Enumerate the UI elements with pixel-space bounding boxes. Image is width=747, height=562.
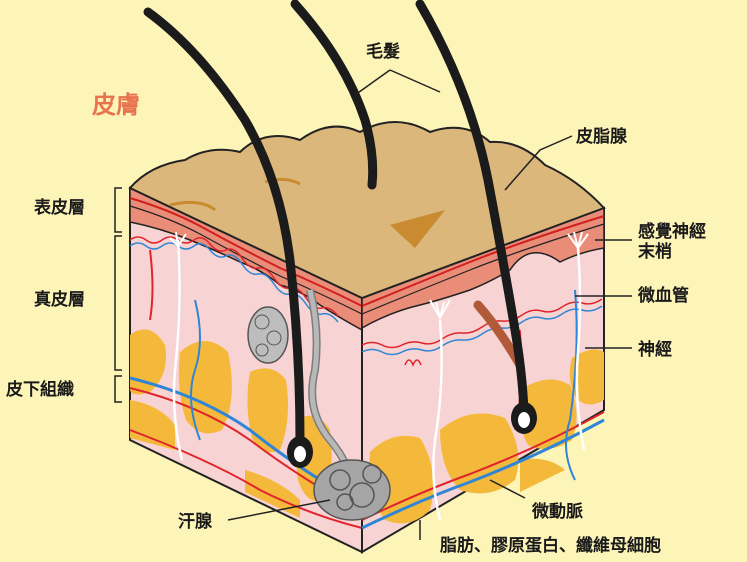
nerve-label: 神經	[638, 340, 672, 360]
epidermis-label: 表皮層	[34, 198, 85, 218]
sebaceous-gland-label: 皮脂腺	[576, 127, 627, 147]
arteriole-label: 微動脈	[532, 502, 583, 522]
diagram-title: 皮膚	[92, 91, 140, 119]
capillary-label: 微血管	[638, 286, 689, 306]
sensory-nerve-ending-line2: 末梢	[638, 242, 706, 262]
dermis-label: 真皮層	[34, 290, 85, 310]
hair-label: 毛髮	[366, 42, 400, 62]
sebaceous-gland-illustration	[248, 307, 288, 363]
sensory-nerve-ending-label: 感覺神經 末梢	[638, 222, 706, 262]
sensory-nerve-ending-line1: 感覺神經	[638, 222, 706, 242]
subcutaneous-label: 皮下組織	[6, 380, 74, 400]
sweat-gland-label: 汗腺	[178, 512, 212, 532]
fat-collagen-fibroblast-label: 脂肪、膠原蛋白、纖維母細胞	[440, 536, 661, 556]
